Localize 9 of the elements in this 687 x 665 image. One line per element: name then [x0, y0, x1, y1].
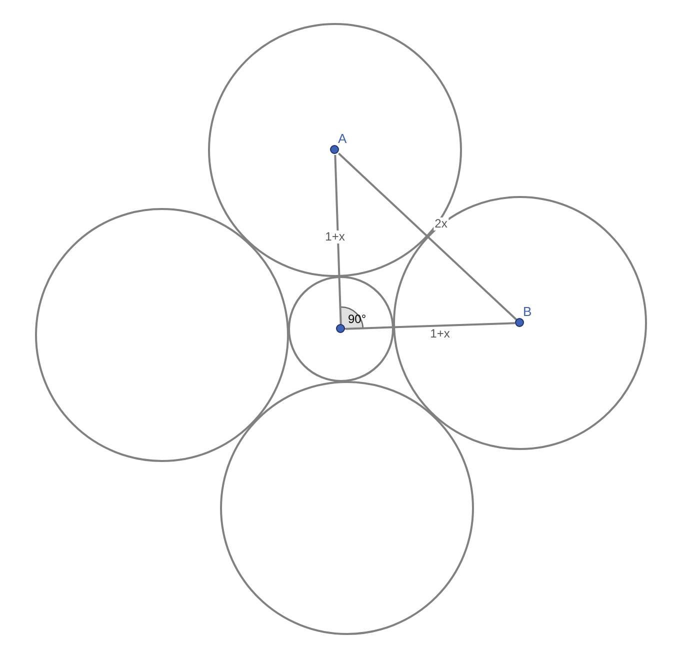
- line-segment: [346, 322, 516, 330]
- line-segment: [338, 152, 518, 320]
- line-segment: [334, 154, 342, 324]
- edge-label: 1+x: [429, 328, 451, 340]
- angle-label: 90°: [348, 313, 366, 326]
- point-label: B: [523, 305, 532, 319]
- edge-label: 1+x: [324, 230, 346, 244]
- point-label: A: [338, 132, 347, 146]
- edge-label: 2x: [434, 218, 448, 230]
